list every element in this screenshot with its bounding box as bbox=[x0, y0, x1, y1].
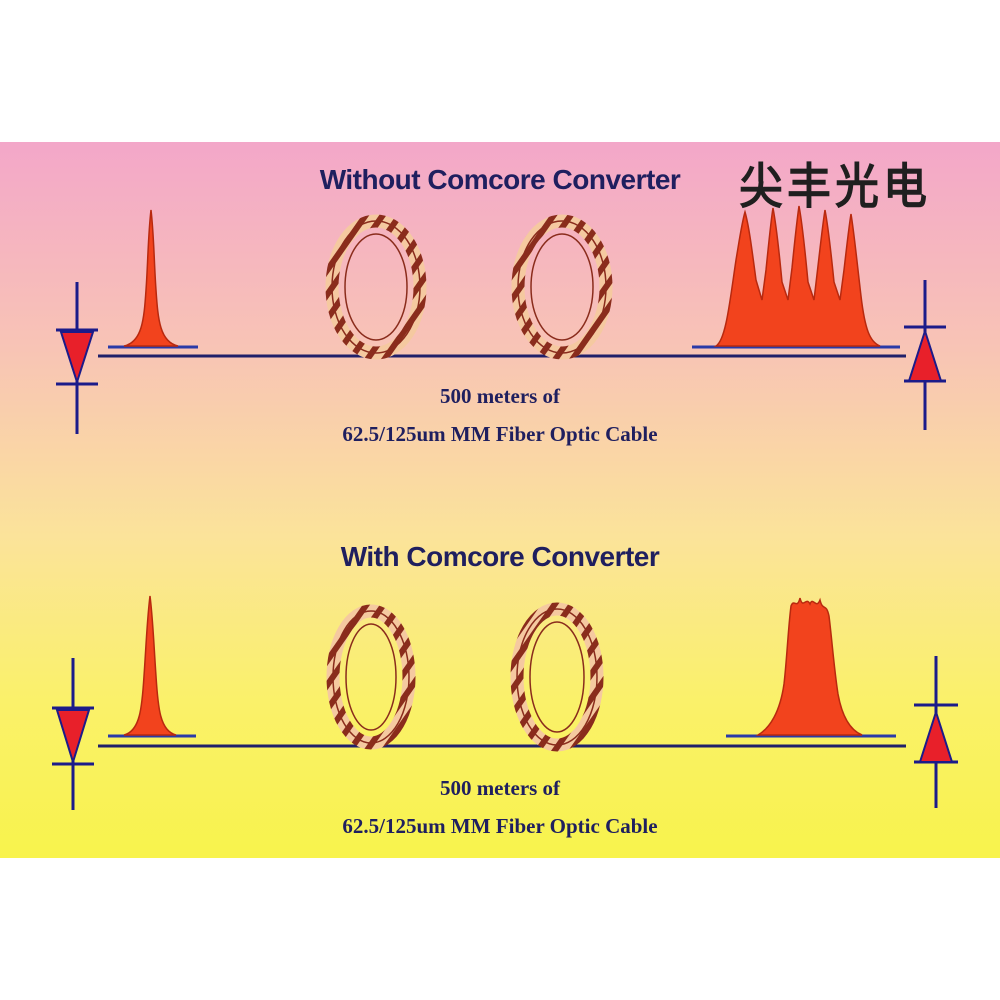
top-input-pulse bbox=[123, 209, 179, 347]
bottom-input-pulse bbox=[123, 595, 177, 736]
diagram-panel bbox=[0, 142, 1000, 858]
top-caption-line2: 62.5/125um MM Fiber Optic Cable bbox=[342, 422, 658, 446]
top-transmitter-diode-icon bbox=[56, 282, 98, 434]
top-dispersed-output-pulse bbox=[713, 205, 881, 347]
top-fiber-coil-2-icon bbox=[511, 214, 613, 360]
bottom-caption-line2: 62.5/125um MM Fiber Optic Cable bbox=[342, 814, 658, 838]
bottom-output-pulse bbox=[755, 597, 863, 736]
top-receiver-diode-icon bbox=[904, 280, 946, 430]
bottom-fiber-coil-1-icon bbox=[326, 604, 416, 750]
top-fiber-coil-1-icon bbox=[325, 214, 427, 360]
bottom-fiber-link bbox=[52, 595, 958, 810]
top-fiber-link bbox=[56, 205, 946, 434]
bottom-fiber-coil-2-icon bbox=[510, 602, 604, 752]
bottom-receiver-diode-icon bbox=[914, 656, 958, 808]
brand-logo: 尖丰光电 bbox=[739, 158, 931, 215]
bottom-caption-line1: 500 meters of bbox=[439, 776, 561, 800]
top-title: Without Comcore Converter bbox=[319, 164, 681, 195]
bottom-title: With Comcore Converter bbox=[340, 541, 660, 572]
top-caption-line1: 500 meters of bbox=[439, 384, 561, 408]
bottom-transmitter-diode-icon bbox=[52, 658, 94, 810]
